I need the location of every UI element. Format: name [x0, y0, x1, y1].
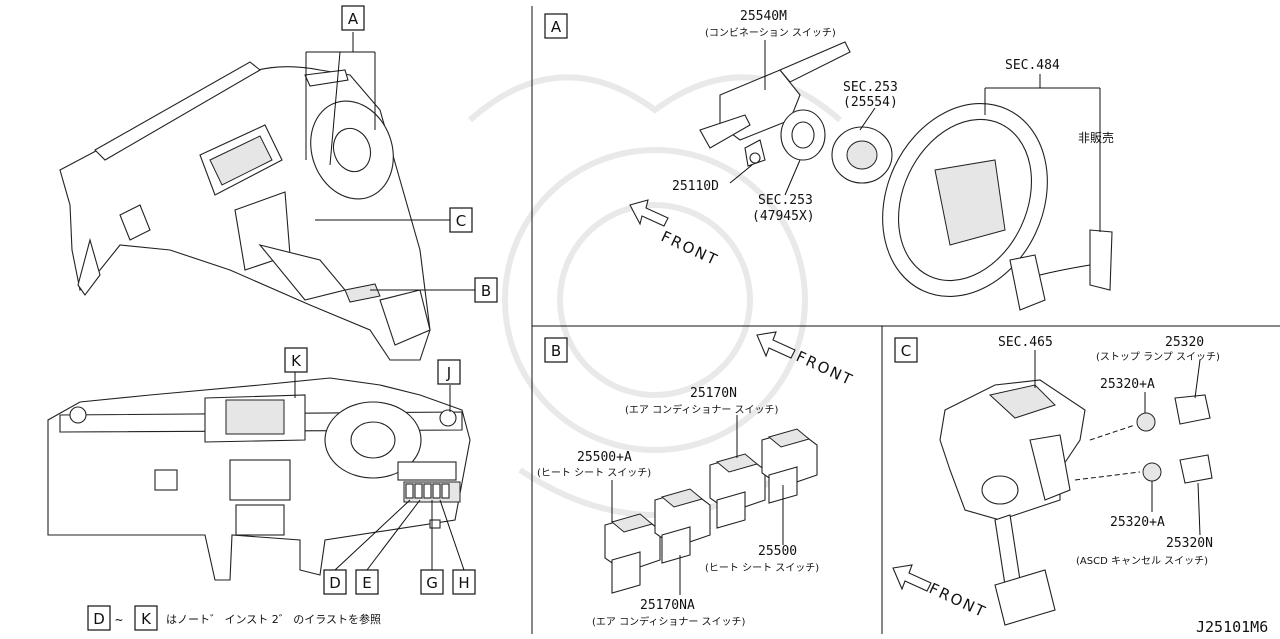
panel-borders — [531, 6, 1280, 634]
part-25500-desc: (ヒート シート スイッチ) — [705, 562, 819, 574]
steering-sensor-drawing — [831, 126, 893, 184]
svg-text:A: A — [348, 10, 359, 28]
switch-25500-drawing — [761, 428, 818, 504]
svg-text:~: ~ — [115, 613, 123, 628]
legend-note: D ~ K はノート゛ インスト 2゛ のイラストを参照 — [87, 605, 381, 631]
callout-box-e[interactable]: E — [355, 569, 379, 595]
svg-text:B: B — [481, 282, 491, 300]
callout-box-b[interactable]: B — [474, 277, 498, 303]
svg-text:FRONT: FRONT — [658, 227, 721, 269]
svg-text:C: C — [901, 342, 911, 360]
svg-text:B: B — [551, 342, 561, 360]
callout-box-a-top[interactable]: A — [341, 5, 365, 31]
view-a-box[interactable]: A — [544, 13, 568, 39]
part-25500a-desc: (ヒート シート スイッチ) — [537, 467, 651, 479]
svg-text:G: G — [426, 574, 438, 592]
sec484-label: SEC.484 — [1005, 58, 1060, 73]
view-c-leaders — [1034, 350, 1201, 536]
switch-25170na-drawing — [604, 513, 661, 594]
sec253-upper-label: SEC.253 — [843, 80, 898, 95]
svg-text:E: E — [362, 574, 371, 592]
view-c-box[interactable]: C — [894, 337, 918, 363]
sec253-lower-sub: (47945X) — [752, 209, 815, 224]
switch-25170n-drawing — [709, 453, 766, 529]
callout-box-g[interactable]: G — [420, 569, 444, 595]
part-25320a-bottom-label: 25320+A — [1110, 515, 1165, 530]
part-25500-number: 25500 — [758, 544, 797, 559]
part-25110d-label: 25110D — [672, 179, 719, 194]
svg-text:C: C — [456, 212, 466, 230]
svg-text:FRONT: FRONT — [793, 347, 856, 389]
part-25320n-number: 25320N — [1166, 536, 1213, 551]
svg-text:K: K — [141, 610, 152, 628]
view-c-front-arrow: FRONT — [892, 564, 989, 622]
svg-text:はノート゛ インスト 2゛ のイラストを参照: はノート゛ インスト 2゛ のイラストを参照 — [166, 612, 381, 626]
leaders-top-left — [305, 32, 475, 291]
view-b-leaders — [611, 415, 784, 595]
svg-text:J: J — [446, 364, 451, 382]
svg-text:A: A — [551, 18, 562, 36]
part-25170na-desc: (エア コンディショナー スイッチ) — [592, 615, 746, 628]
part-25320n-desc: (ASCD キャンセル スイッチ) — [1076, 555, 1208, 567]
svg-text:K: K — [291, 352, 302, 370]
svg-text:FRONT: FRONT — [926, 579, 989, 621]
callout-box-h[interactable]: H — [452, 569, 476, 595]
view-c-labels: SEC.465 25320 (ストップ ランプ スイッチ) 25320+A 25… — [998, 335, 1220, 567]
view-a-front-arrow: FRONT — [629, 199, 721, 270]
part-25540m-desc: (コンビネーション スイッチ) — [705, 27, 836, 39]
view-b-front-arrow: FRONT — [756, 331, 856, 390]
sec465-label: SEC.465 — [998, 335, 1053, 350]
sec253-lower-label: SEC.253 — [758, 193, 813, 208]
not-for-sale-label: 非販売 — [1078, 130, 1114, 145]
part-25170n-desc: (エア コンディショナー スイッチ) — [625, 403, 779, 416]
switch-block — [405, 483, 450, 499]
callout-box-d[interactable]: D — [323, 569, 347, 595]
sec253-upper-sub: (25554) — [843, 95, 898, 110]
part-25540m-number: 25540M — [740, 9, 787, 24]
spiral-cable-drawing — [780, 109, 826, 161]
switch-25500a-drawing — [654, 488, 711, 564]
dashboard-perspective-drawing — [59, 61, 431, 361]
part-25500a-number: 25500+A — [577, 450, 632, 465]
leaders-bottom-left — [294, 370, 465, 571]
diagram-id: J25101M6 — [1196, 618, 1268, 636]
pedal-bracket-drawing — [939, 379, 1086, 626]
stop-lamp-switch-drawing — [1089, 394, 1211, 441]
combination-switch-drawing — [699, 41, 851, 167]
part-25170na-number: 25170NA — [640, 598, 695, 613]
part-25320-desc: (ストップ ランプ スイッチ) — [1096, 351, 1220, 363]
svg-text:H: H — [458, 574, 469, 592]
callout-box-c[interactable]: C — [449, 207, 473, 233]
svg-text:D: D — [329, 574, 341, 592]
part-25320a-top-label: 25320+A — [1100, 377, 1155, 392]
steering-wheel-drawing — [882, 103, 1113, 311]
view-a-leaders — [729, 40, 1101, 232]
callout-box-k[interactable]: K — [284, 347, 308, 373]
view-a-labels: 25540M (コンビネーション スイッチ) SEC.253 (25554) S… — [672, 9, 1114, 224]
part-25170n-number: 25170N — [690, 386, 737, 401]
svg-text:D: D — [93, 610, 105, 628]
dashboard-front-drawing — [47, 377, 471, 581]
callout-box-j[interactable]: J — [437, 359, 461, 385]
view-b-box[interactable]: B — [544, 337, 568, 363]
ascd-switch-drawing — [1074, 454, 1213, 484]
part-25320-number: 25320 — [1165, 335, 1204, 350]
view-b-labels: 25170N (エア コンディショナー スイッチ) 25500+A (ヒート シ… — [537, 386, 819, 628]
